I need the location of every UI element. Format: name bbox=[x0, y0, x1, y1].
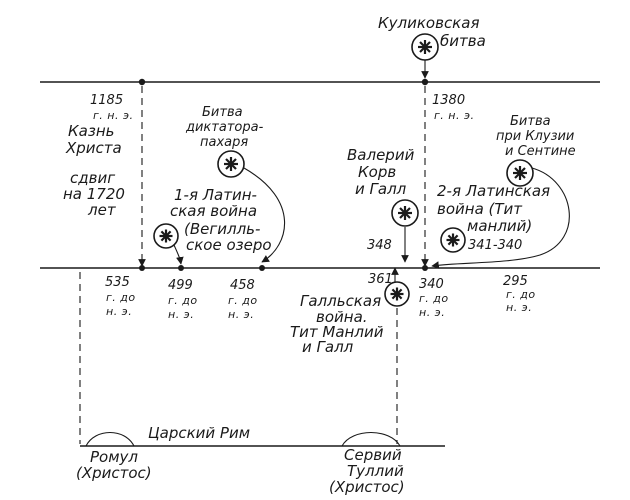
lower-dot-535 bbox=[139, 265, 145, 271]
date-535-year: 535 bbox=[105, 275, 130, 290]
romulus-christ: (Христос) bbox=[76, 464, 152, 482]
valery-line-2: Корв bbox=[358, 163, 396, 181]
date-1380-era: г. н. э. bbox=[434, 109, 475, 122]
dictator-battle: Битва диктатора- пахаря bbox=[185, 105, 286, 263]
lower-dot-499 bbox=[178, 265, 184, 271]
battle-star-icon bbox=[506, 159, 534, 187]
klusium-line-3: и Сентине bbox=[505, 144, 576, 159]
lower-dot-458 bbox=[259, 265, 265, 271]
dictator-line-2: диктатора- bbox=[185, 120, 264, 135]
date-499: 499 г. до н. э. bbox=[168, 278, 198, 321]
caption-execution: Казнь bbox=[68, 122, 114, 140]
date-295-l2: н. э. bbox=[506, 301, 532, 314]
shift-line-3: лет bbox=[87, 201, 117, 219]
date-361-year: 361 bbox=[368, 272, 393, 287]
gallic-war: Галльская война. Тит Манлий и Галл bbox=[290, 267, 410, 356]
date-535-l1: г. до bbox=[106, 291, 136, 304]
klusium-battle: Битва при Клузии и Сентине bbox=[431, 114, 576, 269]
kulikovo-title-2: битва bbox=[440, 32, 486, 50]
date-1185: 1185 г. н. э. Казнь Христа сдвиг на 1720… bbox=[63, 93, 134, 219]
kingdom-rome: Царский Рим Ромул (Христос) Сервий Тулли… bbox=[76, 424, 445, 496]
valery-line-3: и Галл bbox=[355, 180, 407, 198]
gallic-line-3: Тит Манлий bbox=[290, 323, 384, 341]
date-535-l2: н. э. bbox=[106, 305, 132, 318]
romulus-arc bbox=[85, 432, 135, 447]
dictator-line-1: Битва bbox=[202, 105, 243, 120]
battle-star-icon bbox=[153, 223, 179, 249]
date-1185-era: г. н. э. bbox=[93, 109, 134, 122]
date-295-year: 295 bbox=[503, 274, 528, 289]
date-458-year: 458 bbox=[230, 278, 255, 293]
gallic-line-1: Галльская bbox=[300, 292, 381, 310]
klusium-line-2: при Клузии bbox=[496, 129, 574, 144]
klusium-line-1: Битва bbox=[510, 114, 551, 129]
date-499-l2: н. э. bbox=[168, 308, 194, 321]
kulikovo-title-1: Куликовская bbox=[378, 14, 479, 32]
date-535: 535 г. до н. э. bbox=[105, 275, 136, 318]
gallic-line-2: война. bbox=[316, 308, 368, 326]
latin2-line-3: манлий) bbox=[467, 217, 532, 235]
kingdom-label: Царский Рим bbox=[148, 424, 250, 442]
latin1-line-4: ское озеро bbox=[186, 236, 272, 254]
shift-line-2: на 1720 bbox=[63, 185, 125, 203]
servius-christ: (Христос) bbox=[329, 478, 405, 496]
servius-name: Сервий bbox=[344, 446, 402, 464]
latin-war-2: 2-я Латинская война (Тит манлий) 341-340 bbox=[437, 182, 550, 253]
date-499-l1: г. до bbox=[168, 294, 198, 307]
caption-christ: Христа bbox=[65, 139, 122, 157]
date-458-l2: н. э. bbox=[228, 308, 254, 321]
lower-dates: 535 г. до н. э. 499 г. до н. э. 458 г. д… bbox=[105, 272, 536, 321]
lower-dot-340 bbox=[422, 265, 428, 271]
latin-war-1: 1-я Латин- ская война (Вегилль- ское озе… bbox=[153, 186, 272, 265]
upper-dot-1380 bbox=[421, 78, 429, 86]
latin1-line-2: ская война bbox=[170, 202, 257, 220]
date-295-l1: г. до bbox=[506, 288, 536, 301]
servius-arc bbox=[341, 432, 401, 447]
date-458-l1: г. до bbox=[228, 294, 258, 307]
battle-star-icon bbox=[440, 227, 466, 253]
latin1-line-1: 1-я Латин- bbox=[174, 186, 257, 204]
klusium-arrow bbox=[431, 167, 570, 269]
upper-dot-1185 bbox=[138, 78, 146, 86]
date-1380: 1380 г. н. э. bbox=[432, 93, 475, 122]
battle-star-icon bbox=[217, 150, 245, 178]
latin2-line-2: война (Тит bbox=[437, 200, 523, 218]
dictator-line-3: пахаря bbox=[200, 135, 248, 150]
kulikovo-battle: Куликовская битва bbox=[378, 14, 486, 79]
latin2-line-1: 2-я Латинская bbox=[437, 182, 550, 200]
battle-star-icon bbox=[384, 281, 410, 307]
date-361: 361 bbox=[368, 272, 393, 287]
date-340-year: 340 bbox=[419, 277, 444, 292]
dictator-arrow bbox=[243, 167, 286, 263]
date-1185-year: 1185 bbox=[90, 93, 123, 108]
battle-star-icon bbox=[391, 199, 419, 227]
valery-battle: Валерий Корв и Галл 348 bbox=[347, 146, 419, 263]
date-499-year: 499 bbox=[168, 278, 193, 293]
latin1-line-3: (Вегилль- bbox=[184, 220, 260, 238]
gallic-line-4: и Галл bbox=[302, 338, 354, 356]
label-348: 348 bbox=[367, 238, 392, 253]
date-340-l2: н. э. bbox=[419, 306, 445, 319]
shift-line-1: сдвиг bbox=[70, 169, 115, 187]
label-341-340: 341-340 bbox=[468, 238, 522, 253]
servius-tullius: Туллий bbox=[347, 462, 404, 480]
latin1-arrow bbox=[173, 244, 184, 265]
date-340-l1: г. до bbox=[419, 292, 449, 305]
valery-line-1: Валерий bbox=[347, 146, 415, 164]
battle-star-icon bbox=[411, 33, 439, 61]
date-458: 458 г. до н. э. bbox=[228, 278, 258, 321]
date-1380-year: 1380 bbox=[432, 93, 465, 108]
romulus-name: Ромул bbox=[90, 448, 138, 466]
date-295: 295 г. до н. э. bbox=[503, 274, 536, 314]
date-340: 340 г. до н. э. bbox=[419, 277, 449, 319]
